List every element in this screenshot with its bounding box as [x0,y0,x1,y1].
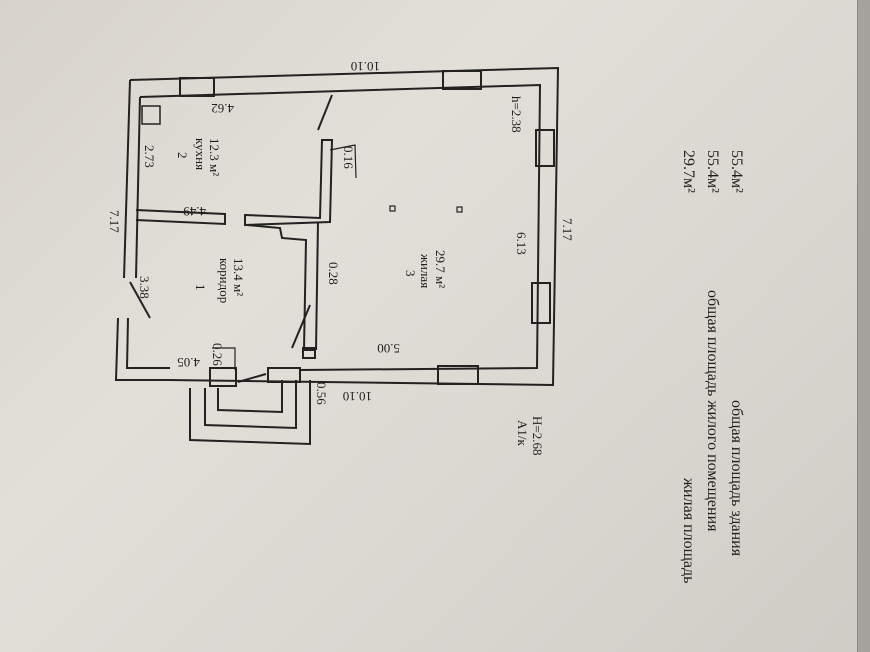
page-edge [857,0,870,652]
kitchen-width: 4.62 [211,101,234,116]
door-kitchen [317,94,333,131]
corridor-width: 4.05 [177,355,200,370]
dim-left: 7.17 [107,210,122,233]
room3-area: 29.7 м² [433,250,448,288]
window-right-2 [531,282,551,324]
corridor-wall-2 [315,221,319,351]
left-wall-lower-inner [125,317,170,369]
porch-inner [217,380,283,414]
dim-top: 10.10 [351,59,380,74]
ceiling-height: h=2.38 [509,96,524,133]
wall-026: 0.26 [210,343,225,366]
room1-number: 1 [193,284,208,291]
summary-label-2: общая площадь жилого помещения [704,290,721,532]
wall-016-box [329,144,357,179]
partition-vertical [244,139,334,227]
entry-block [209,367,237,387]
kitchen-depth: 2.73 [142,145,157,168]
summary-value-1: 29.7м² [680,150,697,193]
stove-icon [141,105,161,125]
porch-outer [189,380,311,446]
window-top-2 [442,70,482,90]
inner-wall [139,83,542,371]
door-corridor [129,281,151,319]
kitchen-wall [135,209,226,226]
dim-right: 7.17 [560,218,575,241]
summary-label-1: жилая площадь [680,477,697,583]
corridor-wall [246,224,316,351]
wall-026-box [212,347,236,370]
porch-mid [204,380,297,430]
left-wall-inner [135,96,141,279]
kitchen-partition: 4.49 [183,204,206,219]
entry-block-2 [267,367,301,383]
living-depth: 6.13 [514,232,529,255]
outer-wall [129,66,560,387]
block-height: H=2.68 [530,416,545,455]
summary-value-2: 55.4м² [704,150,721,193]
summary-value-3: 55.4м² [728,150,745,193]
wall-016: 0.16 [341,146,356,169]
door-entry [237,373,267,383]
mark-1 [389,205,396,212]
wall-028: 0.28 [326,262,341,285]
room1-name: коридор [217,258,232,303]
window-top-1 [179,77,215,97]
living-width: 5.00 [377,341,400,356]
room3-number: 3 [403,270,418,277]
left-wall-outer [123,79,131,279]
block-label: А1/к [515,420,530,447]
window-right-1 [535,129,555,167]
room2-name: кухня [193,138,208,170]
room1-area: 13.4 м² [231,258,246,296]
room2-area: 12.3 м² [207,138,222,176]
porch-056: 0.56 [314,382,329,405]
room3-name: жилая [418,253,433,288]
left-wall-lower-outer [114,317,168,381]
window-bottom [437,365,479,385]
corridor-depth: 3.38 [137,276,152,299]
summary-label-3: общая площадь здания [728,400,745,557]
column [302,347,316,359]
mark-2 [456,206,463,213]
room2-number: 2 [175,152,190,159]
dim-bottom: 10.10 [343,389,372,404]
door-living [291,304,311,349]
